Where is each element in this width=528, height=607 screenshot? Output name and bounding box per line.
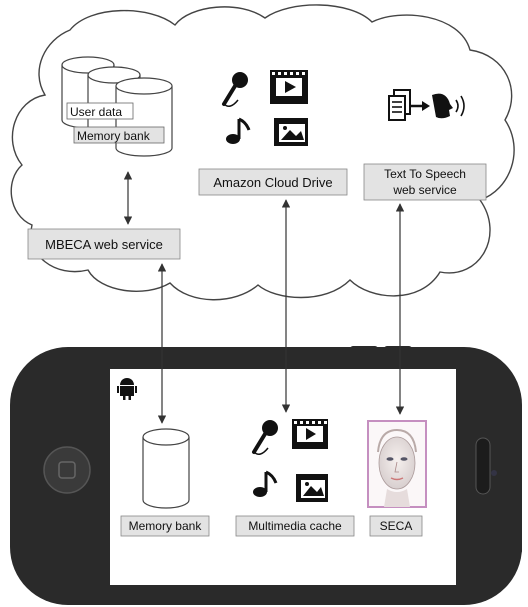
cloud-database-stack: User data Memory bank (61, 56, 173, 157)
multimedia-cache-label: Multimedia cache (248, 519, 342, 533)
memory-bank-box (73, 126, 165, 144)
phone-media-icons (252, 419, 328, 502)
connectors (123, 171, 405, 424)
music-note-icon (226, 117, 251, 144)
tts-icons (388, 89, 465, 121)
film-icon (270, 70, 308, 104)
microphone-icon (252, 420, 278, 455)
cloud-memory-bank-label: Memory bank (77, 129, 151, 143)
cloud-media-icons (222, 70, 308, 146)
phone-memory-bank-box (120, 515, 210, 537)
user-data-label: User data (70, 105, 122, 119)
film-icon (292, 419, 328, 449)
image-icon (296, 474, 328, 502)
arrow-right-icon (411, 101, 430, 111)
music-note-icon (253, 470, 278, 497)
phone-memory-bank-label: Memory bank (129, 519, 203, 533)
multimedia-cache-box (235, 515, 355, 537)
document-icon (388, 89, 411, 121)
image-icon (274, 118, 308, 146)
tts-web-service-box: Text To Speech web service (363, 163, 487, 201)
speaker-grille (475, 437, 491, 495)
mbeca-web-service-label: MBECA web service (45, 237, 163, 252)
mbeca-web-service-box: MBECA web service (27, 228, 181, 260)
user-data-box (66, 102, 134, 120)
microphone-icon (222, 72, 248, 107)
seca-face-image (367, 420, 427, 508)
amazon-cloud-drive-label: Amazon Cloud Drive (213, 175, 332, 190)
tts-label-line1: Text To Speech (384, 167, 466, 181)
front-camera (491, 470, 497, 476)
android-icon (117, 378, 137, 400)
home-button[interactable] (43, 446, 91, 494)
phone-memory-bank-cylinder (142, 428, 190, 509)
tts-label-line2: web service (392, 183, 457, 197)
speaking-head-icon (432, 93, 465, 119)
amazon-cloud-drive-box: Amazon Cloud Drive (198, 168, 348, 196)
seca-label: SECA (380, 519, 413, 533)
seca-box (369, 515, 423, 537)
